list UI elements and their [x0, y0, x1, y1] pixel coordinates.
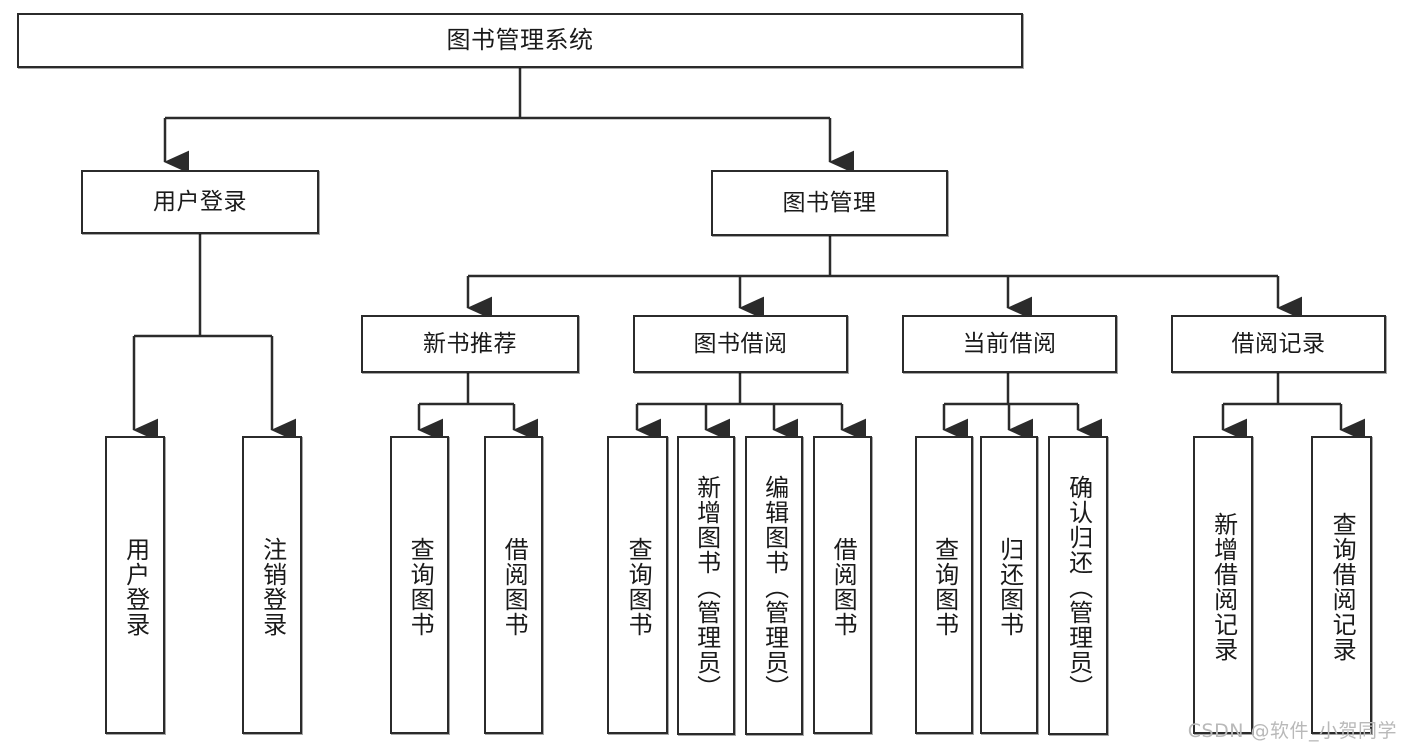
leaf-query-book-recommend[interactable]: 查询图书 [390, 436, 449, 734]
node-label: 用户登录 [153, 188, 247, 215]
node-label: 借阅图书 [829, 537, 858, 637]
node-label: 归还图书 [995, 537, 1024, 637]
leaf-return-book[interactable]: 归还图书 [980, 436, 1038, 734]
node-root-system[interactable]: 图书管理系统 [17, 13, 1023, 68]
node-label: 图书借阅 [693, 330, 788, 357]
leaf-query-book-current[interactable]: 查询图书 [915, 436, 973, 734]
node-label: 图书管理系统 [446, 25, 594, 54]
leaf-add-borrow-record[interactable]: 新增借阅记录 [1193, 436, 1253, 734]
node-new-book-recommend[interactable]: 新书推荐 [361, 315, 579, 373]
node-label: 新增图书（管理员） [692, 475, 721, 700]
node-label: 当前借阅 [962, 330, 1057, 357]
node-label: 查询借阅记录 [1328, 512, 1357, 662]
leaf-borrow-book-recommend[interactable]: 借阅图书 [484, 436, 543, 734]
node-label: 注销登录 [258, 537, 287, 637]
node-label: 查询图书 [406, 537, 435, 637]
leaf-confirm-return-admin[interactable]: 确认归还（管理员） [1048, 436, 1108, 735]
node-label: 查询图书 [930, 537, 959, 637]
node-current-borrow[interactable]: 当前借阅 [902, 315, 1117, 373]
leaf-edit-book-admin[interactable]: 编辑图书（管理员） [745, 436, 803, 735]
node-label: 用户登录 [121, 537, 150, 637]
node-book-management[interactable]: 图书管理 [711, 170, 948, 236]
watermark-text: CSDN @软件_小贺同学 [1187, 720, 1397, 742]
leaf-query-borrow-record[interactable]: 查询借阅记录 [1311, 436, 1372, 734]
node-label: 新书推荐 [423, 330, 517, 357]
leaf-logout[interactable]: 注销登录 [242, 436, 302, 734]
leaf-borrow-book[interactable]: 借阅图书 [813, 436, 872, 734]
leaf-user-login[interactable]: 用户登录 [105, 436, 165, 734]
node-label: 新增借阅记录 [1209, 512, 1238, 662]
node-label: 借阅图书 [500, 537, 529, 637]
node-user-login[interactable]: 用户登录 [81, 170, 319, 234]
node-label: 借阅记录 [1231, 330, 1326, 357]
leaf-query-book-borrow[interactable]: 查询图书 [607, 436, 668, 734]
leaf-add-book-admin[interactable]: 新增图书（管理员） [677, 436, 735, 735]
node-borrow-record[interactable]: 借阅记录 [1171, 315, 1386, 373]
node-label: 图书管理 [782, 189, 877, 216]
node-label: 确认归还（管理员） [1064, 475, 1093, 700]
node-label: 查询图书 [624, 537, 653, 637]
node-book-borrow[interactable]: 图书借阅 [633, 315, 848, 373]
node-label: 编辑图书（管理员） [760, 475, 789, 700]
